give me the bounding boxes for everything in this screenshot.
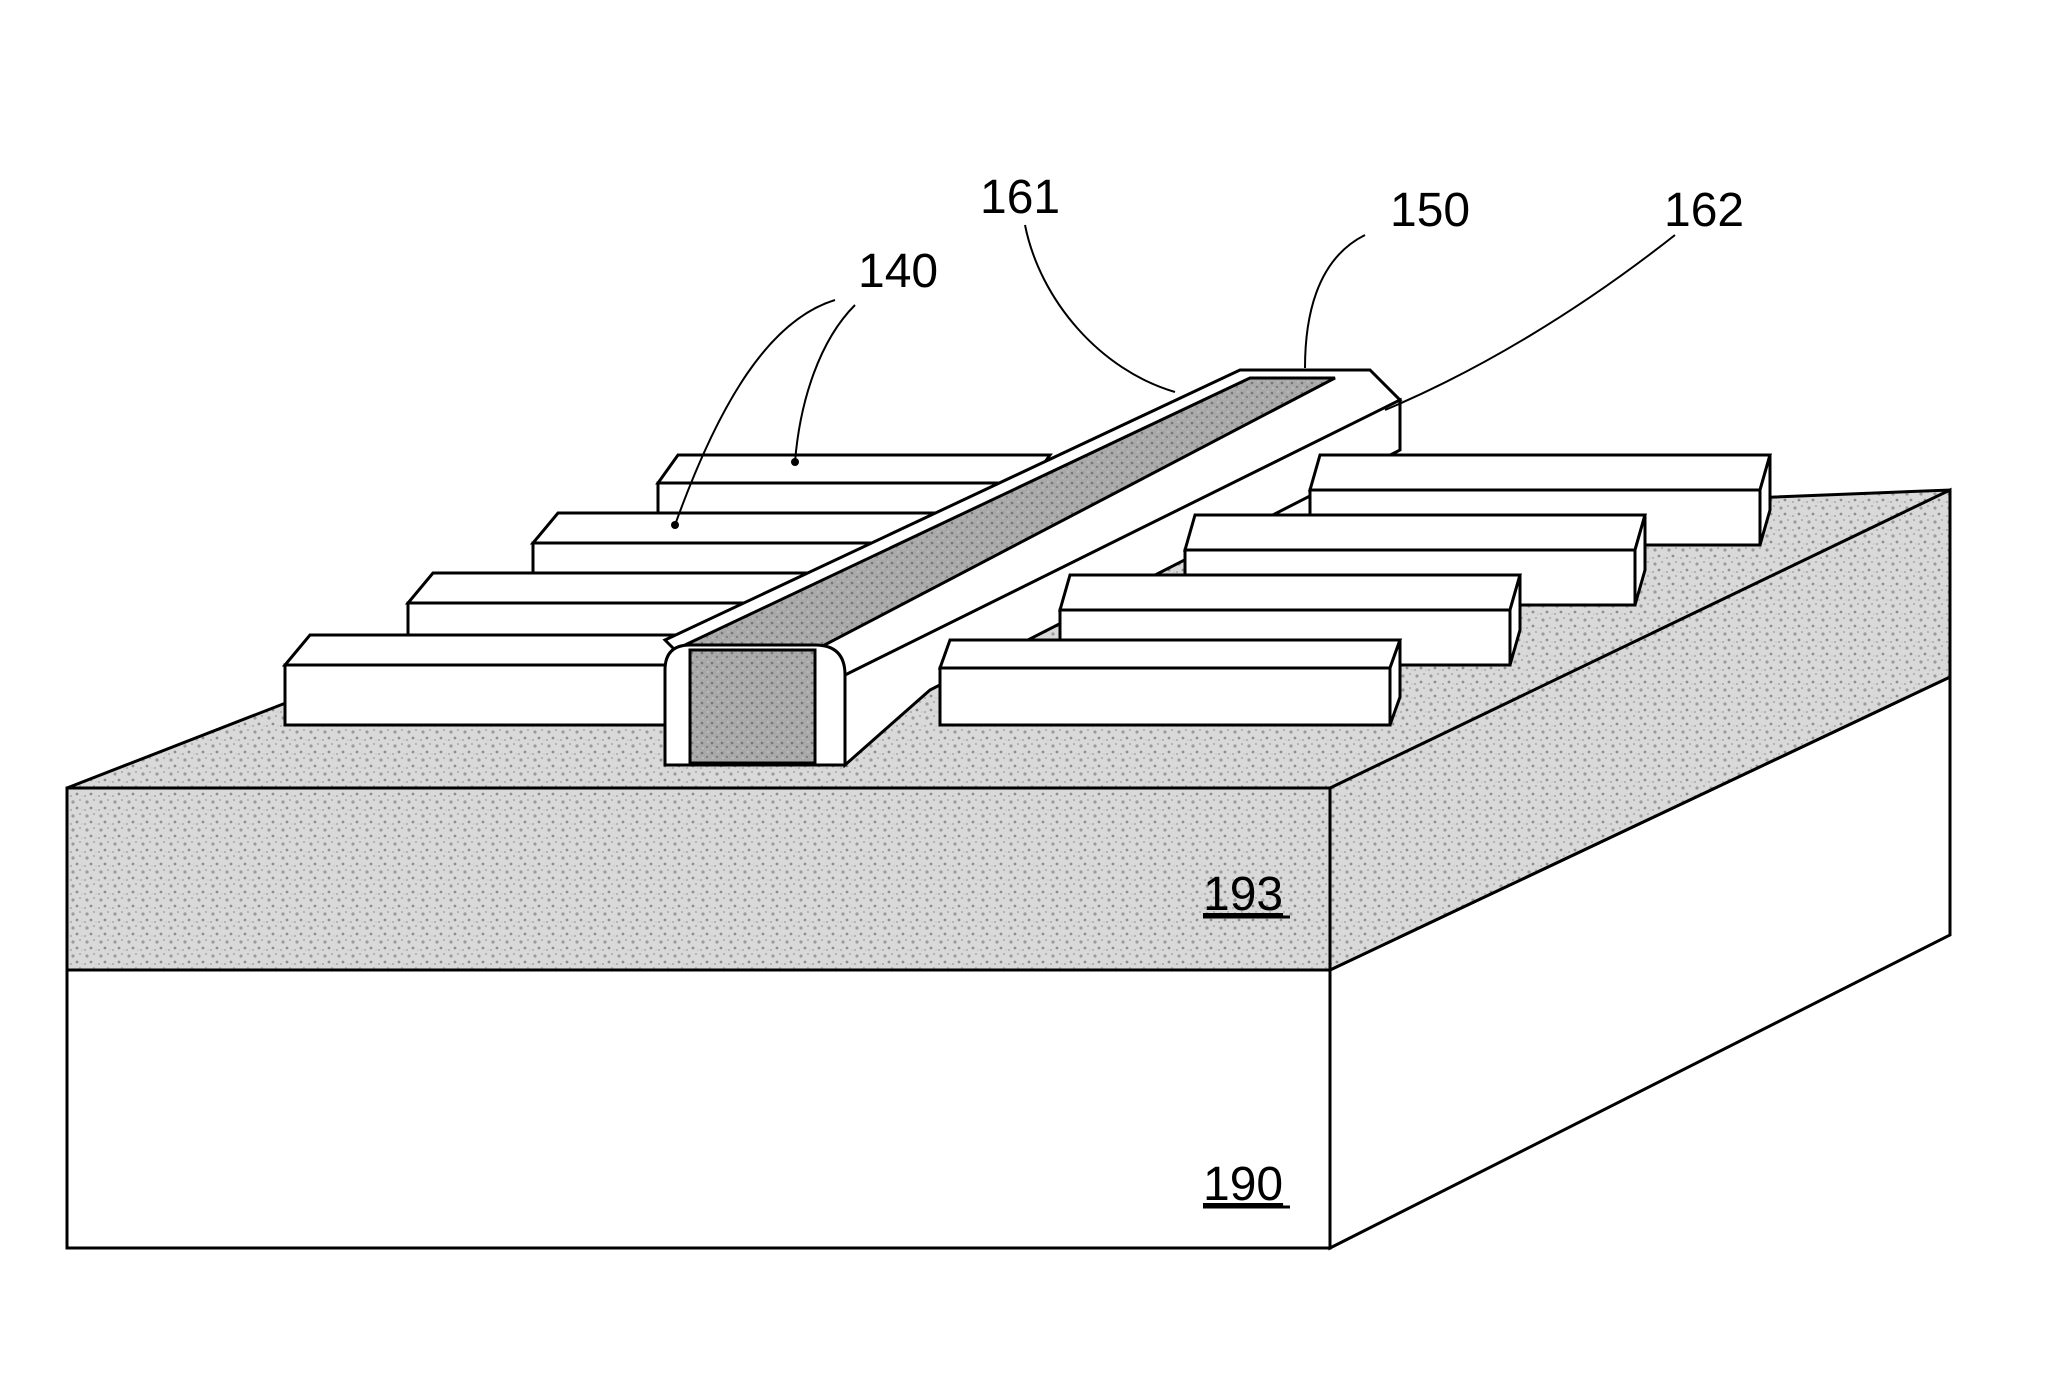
leader-dot	[791, 458, 799, 466]
label-161: 161	[980, 171, 1060, 224]
leader-150	[1305, 235, 1365, 368]
label-162: 162	[1664, 184, 1744, 237]
leader-162	[1385, 235, 1675, 410]
insulator-front-face	[67, 788, 1330, 970]
label-150: 150	[1390, 184, 1470, 237]
leader-140-b	[795, 305, 855, 462]
substrate-front-face	[67, 970, 1330, 1248]
label-190: 190	[1203, 1158, 1283, 1211]
fin	[940, 640, 1400, 725]
leader-dot	[671, 521, 679, 529]
label-193: 193	[1203, 868, 1283, 921]
leader-161	[1025, 225, 1175, 392]
label-140: 140	[858, 245, 938, 298]
fin	[285, 635, 715, 725]
gate-front	[690, 650, 815, 763]
